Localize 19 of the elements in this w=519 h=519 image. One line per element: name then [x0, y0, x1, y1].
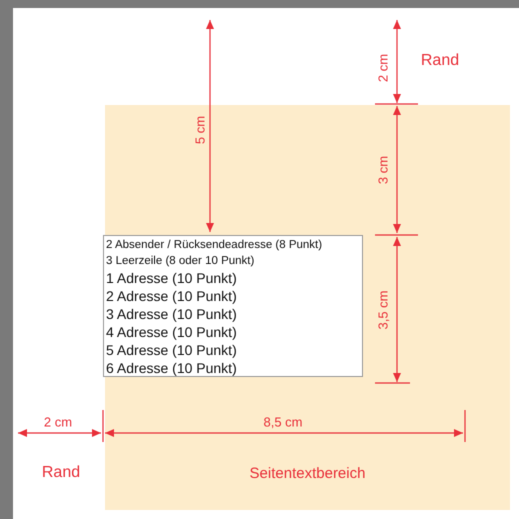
dimension-label: 2 cm	[44, 416, 72, 428]
text-area	[105, 105, 510, 510]
address-line: 5 Adresse (10 Punkt)	[106, 341, 237, 359]
dimension-label: 3,5 cm	[376, 290, 390, 330]
address-line: 2 Adresse (10 Punkt)	[106, 287, 237, 305]
address-line: 2 Absender / Rücksendeadresse (8 Punkt)	[106, 238, 322, 253]
address-line: 1 Adresse (10 Punkt)	[106, 269, 237, 287]
margin-label: Rand	[42, 465, 80, 481]
dimension-label: 5 cm	[194, 116, 206, 144]
area-label: Seitentextbereich	[248, 465, 366, 482]
margin-label: Rand	[420, 53, 460, 69]
dimension-label: 8,5 cm	[264, 416, 302, 428]
address-line: 6 Adresse (10 Punkt)	[106, 359, 237, 377]
dimension-label: 2 cm	[376, 54, 390, 82]
address-line: 4 Adresse (10 Punkt)	[106, 323, 237, 341]
address-line: 3 Leerzeile (8 oder 10 Punkt)	[106, 254, 254, 269]
address-field	[103, 235, 363, 377]
address-line: 3 Adresse (10 Punkt)	[106, 305, 237, 323]
dimension-label: 3 cm	[376, 156, 390, 184]
